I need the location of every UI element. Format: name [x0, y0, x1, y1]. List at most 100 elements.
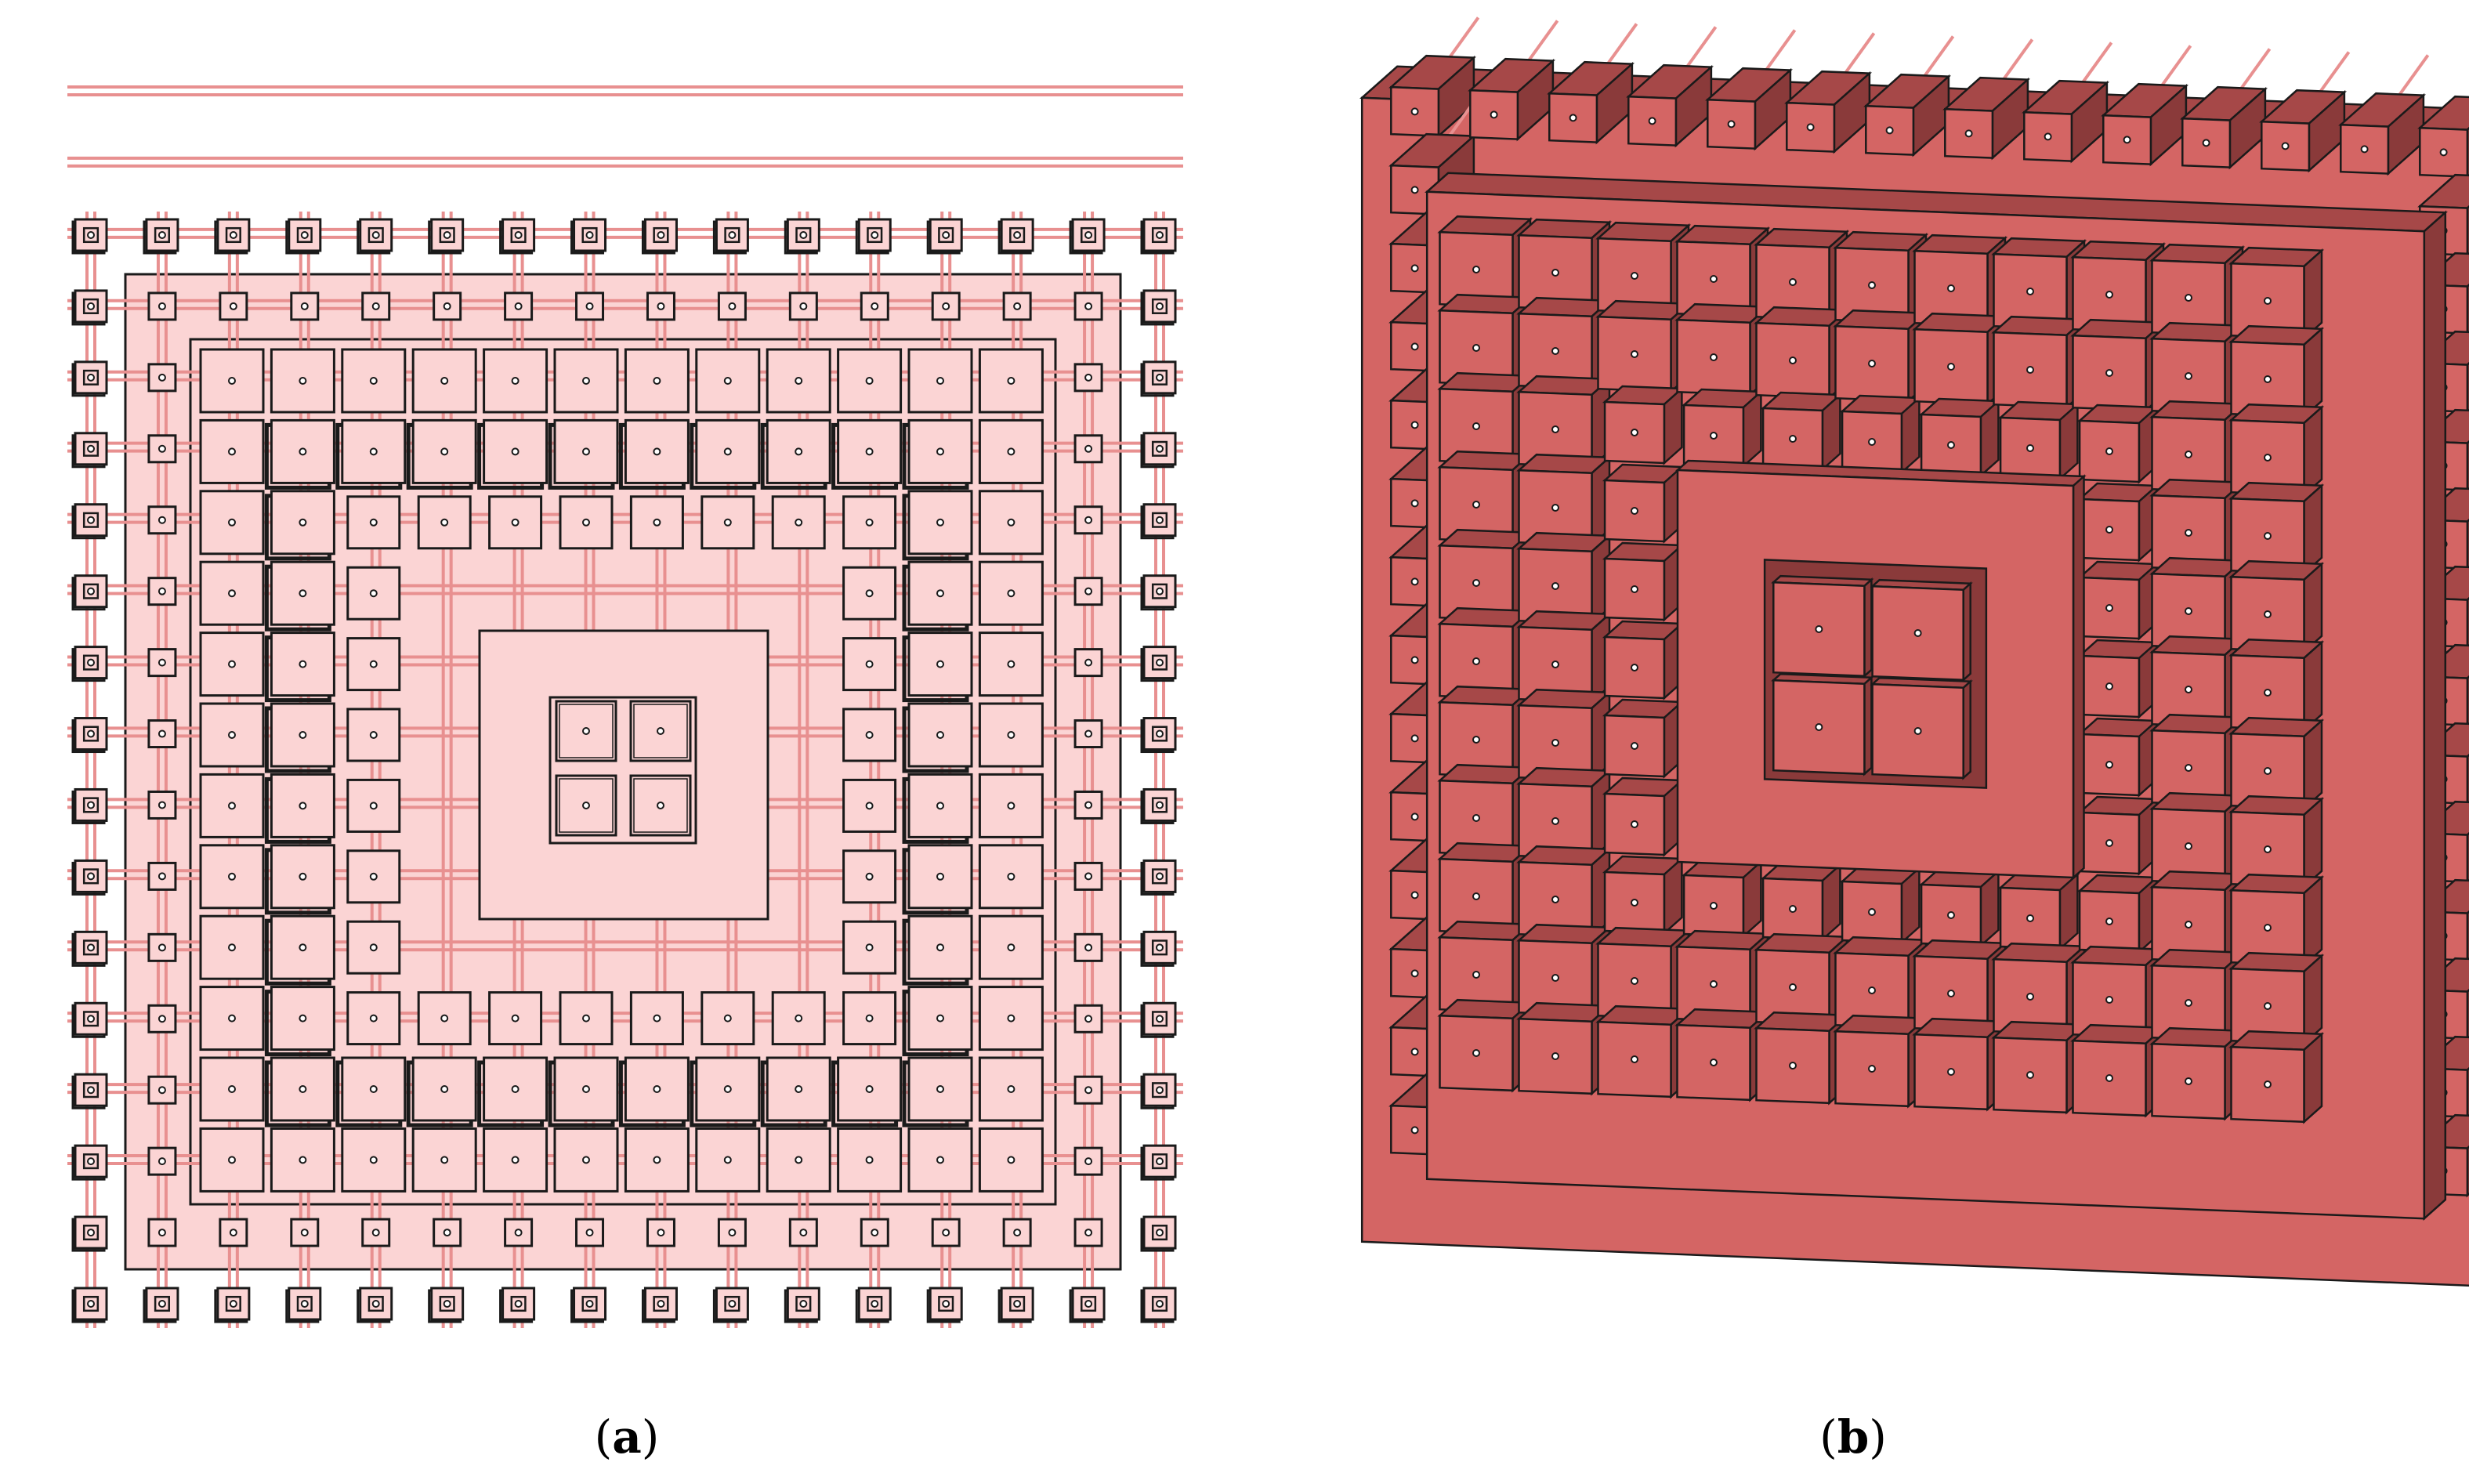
second-cell-dot	[157, 872, 166, 881]
cell-dot	[1007, 872, 1015, 881]
large-cell	[417, 991, 472, 1046]
second-cell-dot	[1084, 801, 1093, 809]
iso-large-cube-dot	[1551, 817, 1559, 825]
iso-large-cube-dot	[2185, 294, 2192, 302]
large-cell	[264, 844, 335, 915]
outer-cell-dot	[1084, 231, 1093, 239]
second-cell-dot	[728, 302, 737, 310]
outer-cell-dot	[1156, 1300, 1164, 1308]
second-cell	[1073, 505, 1103, 535]
outer-cell-inner	[1151, 226, 1168, 244]
large-cell	[842, 920, 897, 975]
caption-a: (a)	[594, 1410, 660, 1464]
large-cell	[695, 1127, 761, 1193]
outer-cell-inner	[296, 1295, 313, 1312]
cell-face	[978, 773, 1044, 838]
iso-large-cube-side	[2303, 248, 2323, 341]
large-cell	[553, 1127, 619, 1193]
iso-large-cube-dot	[2026, 1071, 2034, 1079]
large-cell	[701, 991, 755, 1046]
center-cell-dot	[582, 727, 590, 735]
iso-large-cube-dot	[2185, 686, 2192, 693]
second-cell	[147, 648, 177, 678]
outer-cell-dot	[87, 373, 95, 382]
outer-cell-dot	[87, 444, 95, 453]
outer-cell-dot	[1084, 1300, 1093, 1308]
outer-cell-dot	[1156, 1015, 1164, 1023]
outer-cell-dot	[657, 1300, 665, 1308]
outer-cell-dot	[157, 1300, 166, 1308]
outer-cell-inner	[1009, 1295, 1026, 1312]
outer-cell-inner	[795, 1295, 812, 1312]
large-cell	[559, 991, 614, 1046]
outer-cell-dot	[728, 231, 737, 239]
large-cell	[199, 418, 265, 484]
cell-dot	[1007, 447, 1015, 456]
iso-center-cube-side	[1863, 577, 1873, 679]
outer-cell-dot	[1156, 1157, 1164, 1166]
cell-dot	[865, 518, 874, 527]
cell-dot	[653, 1156, 661, 1164]
outer-cell-inner	[653, 226, 669, 244]
iso-large-cube-dot	[1472, 501, 1480, 509]
iso-large-cube-dot	[2105, 291, 2113, 299]
iso-large-cube-dot	[1710, 980, 1718, 988]
cell-dot	[865, 943, 874, 952]
cell-dot	[440, 518, 449, 527]
outer-cell-dot	[300, 231, 309, 239]
caption-a-label: a	[612, 1410, 642, 1464]
cell-dot	[299, 447, 307, 456]
second-cell-dot	[585, 302, 594, 310]
second-cell-dot	[1084, 516, 1093, 524]
large-cell	[690, 418, 761, 490]
iso-large-cube-dot	[1710, 353, 1718, 361]
iso-large-cube-dot	[2185, 1077, 2192, 1085]
outer-cell	[74, 646, 108, 680]
outer-cell-dot	[942, 231, 950, 239]
outer-cell-dot	[871, 231, 879, 239]
cell-dot	[369, 589, 378, 598]
center-cell-inner	[633, 778, 688, 833]
second-cell	[147, 1146, 177, 1176]
center-frame	[548, 696, 697, 845]
large-cell	[842, 849, 897, 904]
iso-inner-cube-dot	[1631, 507, 1638, 515]
large-cell	[978, 1127, 1044, 1193]
large-cell	[199, 702, 265, 768]
second-cell	[290, 1218, 320, 1247]
second-cell-dot	[1084, 1086, 1093, 1095]
iso-large-cube-dot	[1551, 504, 1559, 512]
large-cell	[477, 418, 548, 490]
cell-dot	[865, 1085, 874, 1093]
iso-post	[1448, 16, 1480, 58]
cell-dot	[440, 1156, 449, 1164]
iso-large-cube-dot	[1472, 579, 1480, 587]
outer-cell	[74, 717, 108, 751]
iso-outer-cube-dot	[1410, 264, 1419, 273]
iso-large-cube-dot	[2264, 1002, 2272, 1010]
outer-cell-inner	[367, 226, 384, 244]
second-cell	[931, 291, 961, 321]
cell-dot	[1007, 802, 1015, 810]
second-cell-dot	[942, 1229, 950, 1237]
cell-dot	[723, 377, 732, 385]
cell-dot	[1007, 589, 1015, 598]
outer-cell-inner	[1151, 369, 1168, 385]
second-cell-dot	[585, 1229, 594, 1237]
second-cell-dot	[443, 1229, 451, 1237]
large-cell	[902, 632, 973, 703]
large-cell	[695, 348, 761, 414]
cell-dot	[1007, 660, 1015, 668]
outer-cell-dot	[1156, 943, 1164, 952]
second-cell-dot	[1084, 1229, 1093, 1237]
iso-large-cube-dot	[1551, 896, 1559, 903]
center-cell-inner	[633, 704, 688, 758]
large-cell	[199, 348, 265, 414]
cell-dot	[582, 518, 590, 527]
large-cell	[417, 495, 472, 550]
outer-cell-dot	[1156, 231, 1164, 239]
large-cell-grid	[199, 348, 1044, 1193]
outer-cell-dot	[87, 516, 95, 524]
outer-cell-dot	[87, 729, 95, 738]
outer-cell	[74, 503, 108, 537]
